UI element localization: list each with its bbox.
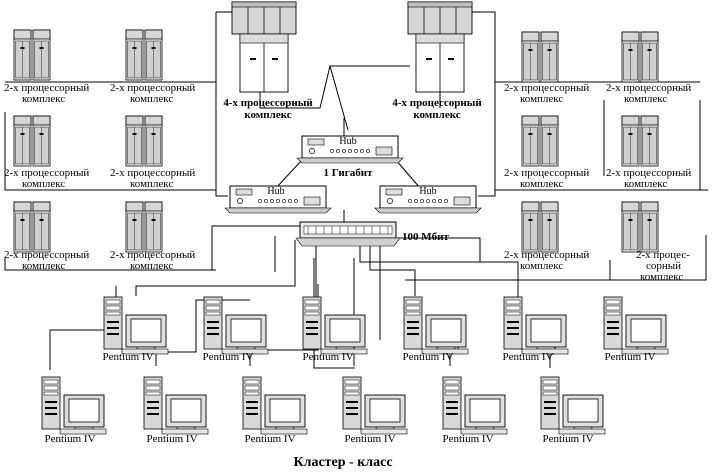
server-2cpu-L2: 2-х процессорный комплекс bbox=[110, 30, 195, 105]
server-2cpu-R5: 2-х процессорный комплекс bbox=[504, 202, 589, 272]
server-4cpu-right bbox=[407, 1, 473, 93]
pc-row1-1: Pentium IV bbox=[102, 296, 169, 363]
svg-text:Pentium IV: Pentium IV bbox=[102, 351, 153, 363]
svg-text:2-х процессорный: 2-х процессорный bbox=[4, 82, 89, 94]
svg-text:комплекс: комплекс bbox=[520, 93, 563, 105]
server-2cpu-L5: 2-х процессорный комплекс bbox=[4, 202, 89, 272]
pc-row2-5: Pentium IV bbox=[442, 376, 508, 445]
svg-text:комплекс: комплекс bbox=[640, 271, 683, 283]
svg-text:2-х процессорный: 2-х процессорный bbox=[606, 167, 691, 179]
server-2cpu-R2: 2-х процессорный комплекс bbox=[606, 32, 691, 105]
hub-left-label: Hub bbox=[267, 186, 284, 197]
server-2cpu-L4: 2-х процессорный комплекс bbox=[110, 116, 195, 190]
svg-text:2-х процессорный: 2-х процессорный bbox=[504, 167, 589, 179]
server-4cpu-left-label2: комплекс bbox=[244, 109, 291, 121]
server-4cpu-right-label1: 4-х процессорный bbox=[392, 97, 482, 109]
server-4cpu-left-label1: 4-х процессорный bbox=[223, 97, 313, 109]
pc-row2-4: Pentium IV bbox=[342, 376, 408, 445]
pc-row1-3: Pentium IV bbox=[302, 296, 368, 363]
svg-text:2-х процессорный: 2-х процессорный bbox=[504, 249, 589, 261]
pc-row2-1: Pentium IV bbox=[41, 376, 107, 445]
hub-right-label: Hub bbox=[419, 186, 436, 197]
pc-row2-3: Pentium IV bbox=[242, 376, 308, 445]
server-2cpu-L1: 2-х процессорный комплекс bbox=[4, 30, 89, 105]
svg-text:комплекс: комплекс bbox=[130, 260, 173, 272]
switch-100mbit bbox=[295, 221, 401, 247]
pc-row1-2: Pentium IV bbox=[202, 296, 269, 363]
svg-text:комплекс: комплекс bbox=[130, 93, 173, 105]
fast-ethernet-label: 100 Мбит bbox=[402, 231, 449, 243]
svg-text:2-х процессорный: 2-х процессорный bbox=[504, 82, 589, 94]
svg-text:комплекс: комплекс bbox=[624, 93, 667, 105]
svg-text:комплекс: комплекс bbox=[624, 178, 667, 190]
svg-text:2-х процессорный: 2-х процессорный bbox=[110, 82, 195, 94]
pc-row2-2: Pentium IV bbox=[143, 376, 209, 445]
network-links bbox=[4, 11, 708, 370]
svg-text:2-х процессорный: 2-х процессорный bbox=[4, 167, 89, 179]
svg-text:комплекс: комплекс bbox=[520, 260, 563, 272]
server-4cpu-right-label2: комплекс bbox=[413, 109, 460, 121]
server-2cpu-R6: 2-х процес- сорный комплекс bbox=[622, 202, 690, 283]
server-2cpu-L3: 2-х процессорный комплекс bbox=[4, 116, 89, 190]
svg-text:Pentium IV: Pentium IV bbox=[502, 351, 553, 363]
svg-text:2-х процессорный: 2-х процессорный bbox=[110, 167, 195, 179]
pc-row1-6: Pentium IV bbox=[603, 296, 669, 363]
svg-text:Pentium IV: Pentium IV bbox=[402, 351, 453, 363]
svg-text:Pentium IV: Pentium IV bbox=[442, 433, 493, 445]
svg-text:2-х процес-: 2-х процес- bbox=[636, 249, 690, 261]
svg-text:комплекс: комплекс bbox=[22, 260, 65, 272]
pc-row2-6: Pentium IV bbox=[540, 376, 606, 445]
svg-text:Pentium IV: Pentium IV bbox=[202, 351, 253, 363]
server-2cpu-R3: 2-х процессорный комплекс bbox=[504, 116, 589, 190]
hub-top-label: Hub bbox=[339, 136, 356, 147]
svg-text:Pentium IV: Pentium IV bbox=[344, 433, 395, 445]
svg-text:2-х процессорный: 2-х процессорный bbox=[110, 249, 195, 261]
pc-row1-5: Pentium IV bbox=[502, 296, 569, 363]
svg-text:сорный: сорный bbox=[646, 260, 681, 272]
svg-text:комплекс: комплекс bbox=[520, 178, 563, 190]
svg-text:комплекс: комплекс bbox=[130, 178, 173, 190]
svg-text:Pentium IV: Pentium IV bbox=[146, 433, 197, 445]
pc-row1-4: Pentium IV bbox=[402, 296, 469, 363]
server-2cpu-R4: 2-х процессорный комплекс bbox=[606, 116, 691, 190]
svg-text:Pentium IV: Pentium IV bbox=[604, 351, 655, 363]
svg-text:Pentium IV: Pentium IV bbox=[302, 351, 353, 363]
gigabit-label: 1 Гигабит bbox=[324, 167, 374, 179]
diagram-title: Кластер - класс bbox=[293, 455, 392, 470]
server-2cpu-L6: 2-х процессорный комплекс bbox=[110, 202, 195, 272]
svg-text:2-х процессорный: 2-х процессорный bbox=[4, 249, 89, 261]
svg-text:2-х процессорный: 2-х процессорный bbox=[606, 82, 691, 94]
server-2cpu-R1: 2-х процессорный комплекс bbox=[504, 32, 589, 105]
svg-text:комплекс: комплекс bbox=[22, 178, 65, 190]
svg-text:комплекс: комплекс bbox=[22, 93, 65, 105]
svg-text:Pentium IV: Pentium IV bbox=[244, 433, 295, 445]
svg-text:Pentium IV: Pentium IV bbox=[542, 433, 593, 445]
svg-text:Pentium IV: Pentium IV bbox=[44, 433, 95, 445]
server-4cpu-left bbox=[231, 1, 297, 93]
